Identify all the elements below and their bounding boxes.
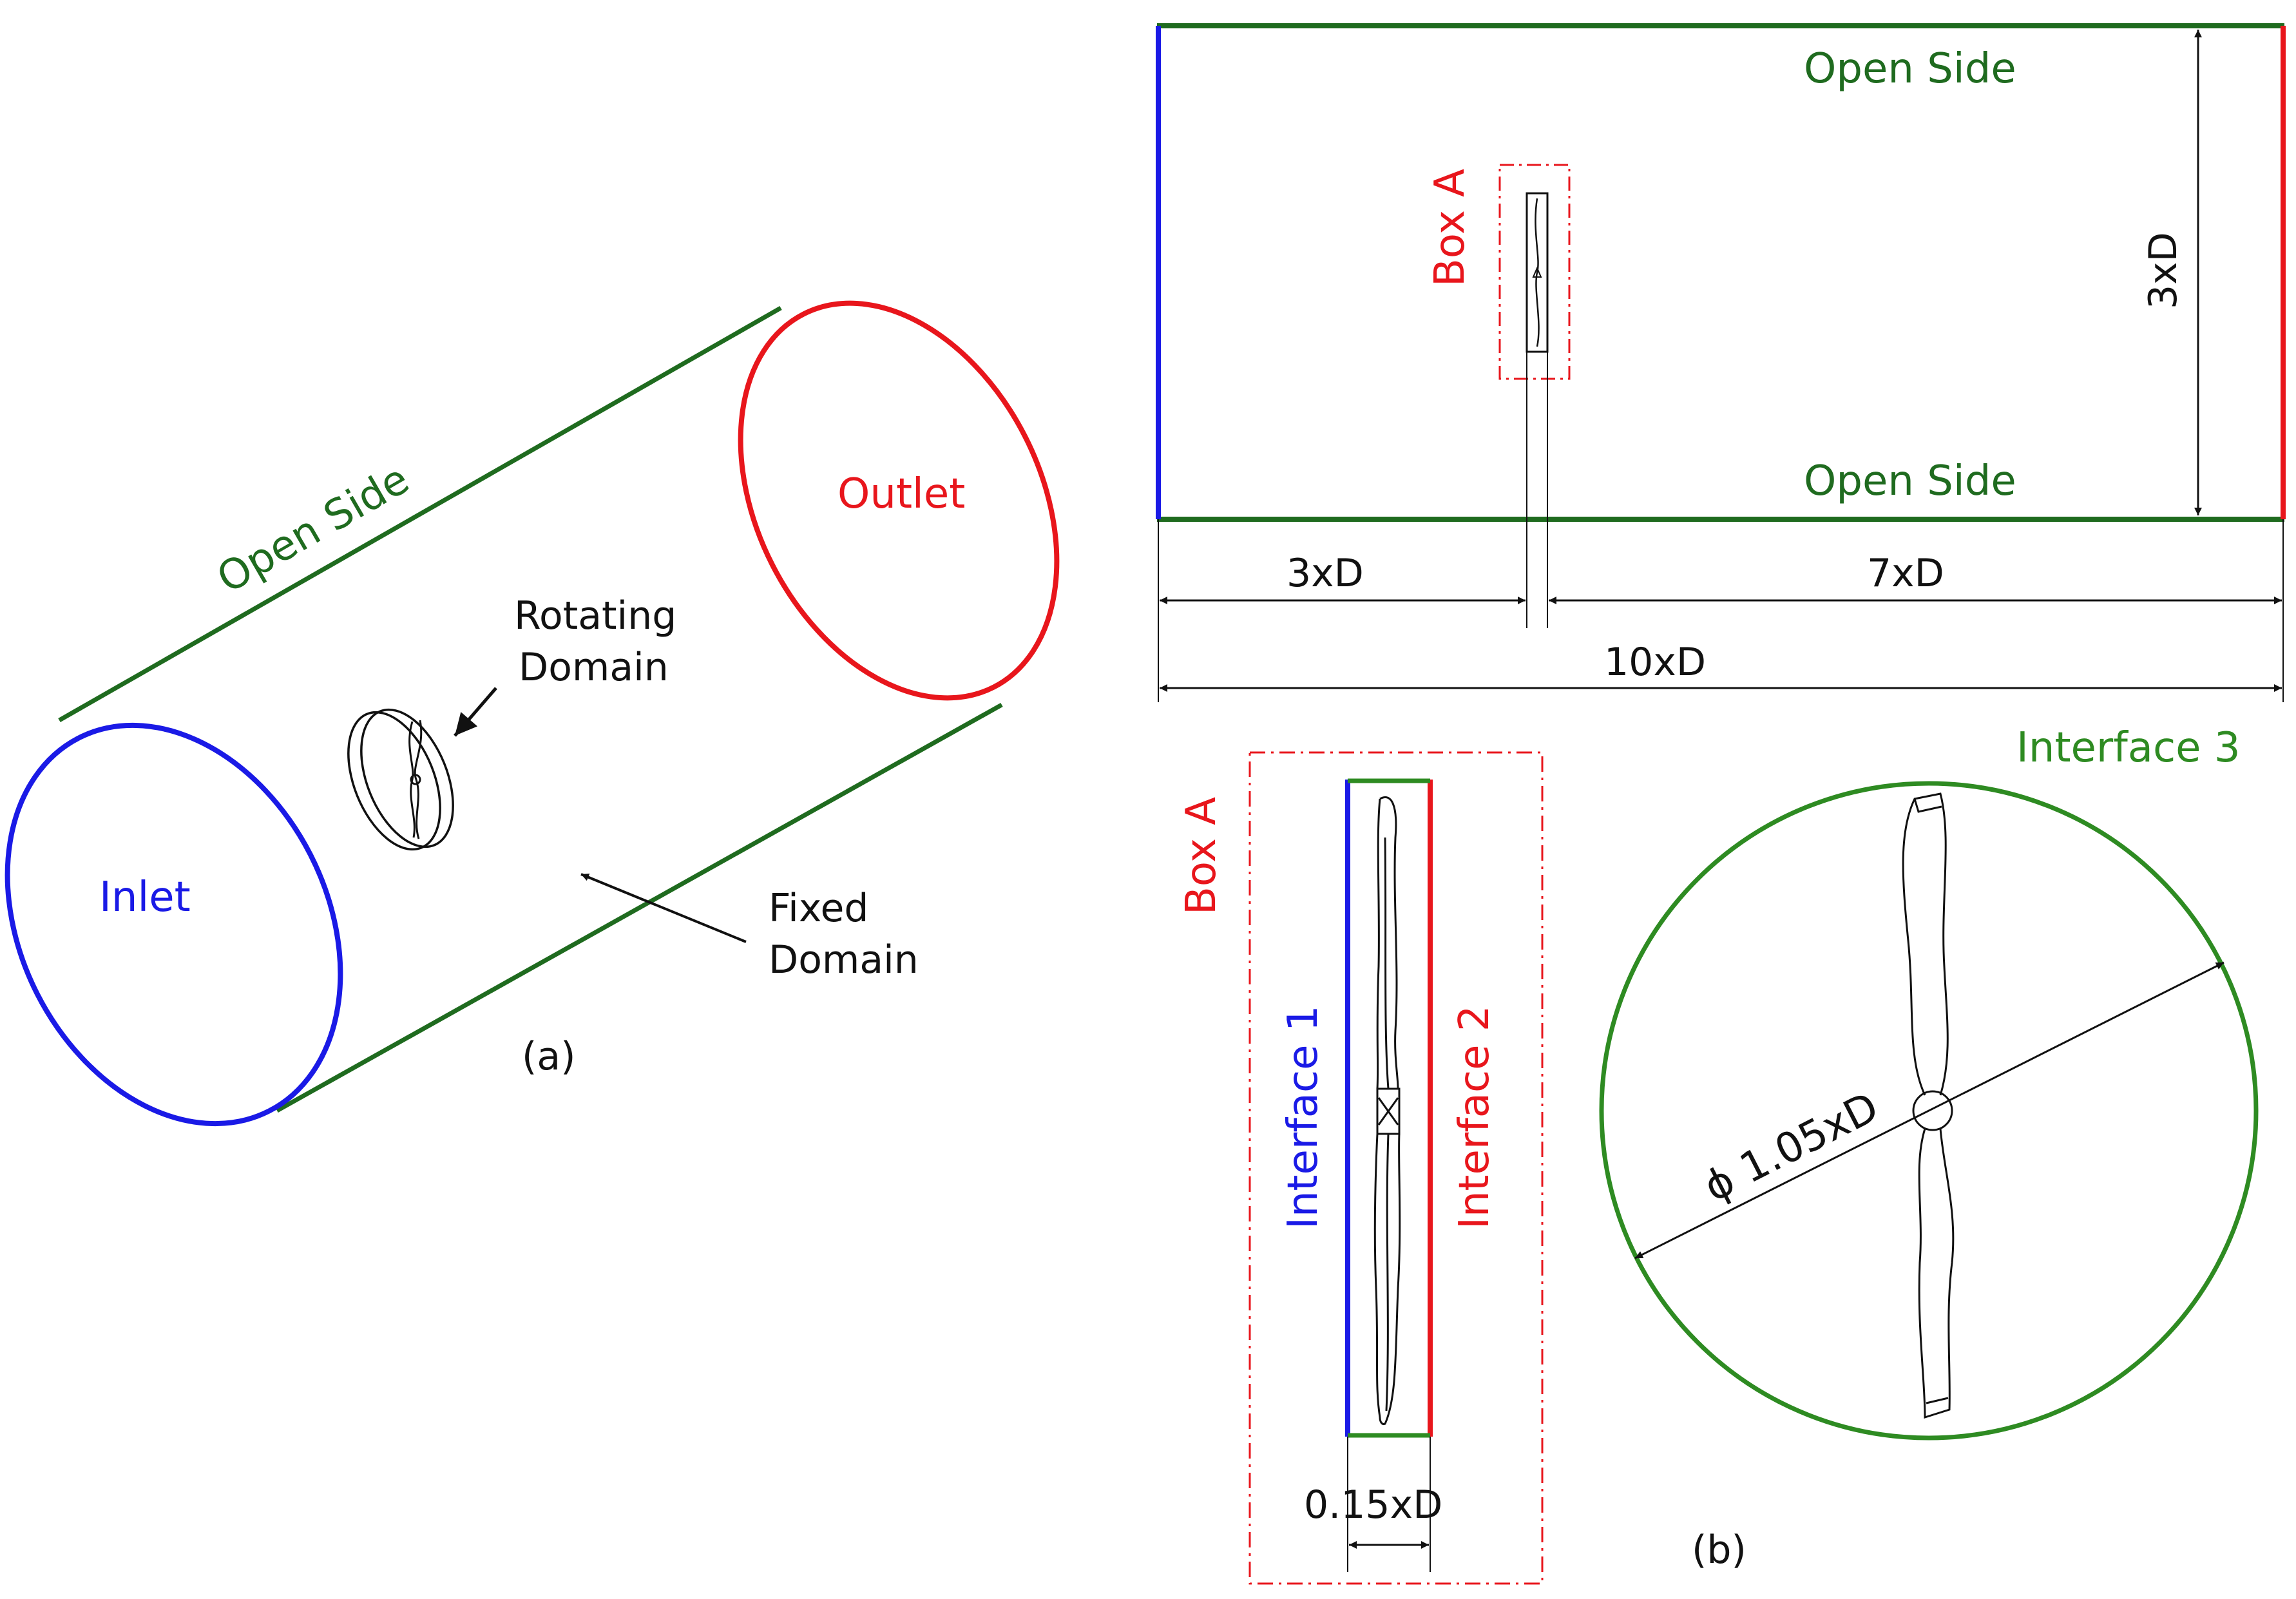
interface-3-label: Interface 3 xyxy=(2016,724,2241,772)
rotating-slab-small xyxy=(1526,192,1549,353)
open-side-top-label: Open Side xyxy=(1804,45,2016,93)
inlet-boundary xyxy=(5,722,343,1127)
inlet-label: Inlet xyxy=(99,874,191,921)
cylinder-top-edge xyxy=(58,305,782,723)
caption-a: (a) xyxy=(522,1034,576,1079)
box-a-label-top: Box A xyxy=(1426,169,1474,287)
interface-3-circle xyxy=(1599,781,2259,1441)
rotating-domain-disk xyxy=(347,708,454,851)
rotating-domain-label-line1: Rotating xyxy=(514,593,676,638)
diameter-dimension-line xyxy=(1634,961,2224,1259)
upstream-dimension-label: 3xD xyxy=(1287,551,1364,596)
panel-b-box-a-detail: 0.15xD Box A Interface 1 Interface 2 xyxy=(1178,751,1544,1585)
panel-a: Open Side Outlet Inlet Rotating Domain F… xyxy=(5,300,1060,1127)
propeller-front-view xyxy=(1902,792,1955,1419)
fixed-domain-arrow xyxy=(580,873,747,943)
propeller-side-view xyxy=(1373,796,1401,1425)
box-a-frame-small xyxy=(1498,164,1571,380)
panel-b-interface-3: ϕ 1.05xD Interface 3 (b) xyxy=(1599,724,2259,1573)
caption-b: (b) xyxy=(1692,1527,1746,1573)
outlet-label: Outlet xyxy=(837,470,965,518)
box-a-label-detail: Box A xyxy=(1178,797,1225,915)
thickness-dimension-label: 0.15xD xyxy=(1304,1482,1442,1527)
interface-1-label: Interface 1 xyxy=(1279,1005,1327,1229)
fixed-domain-label-line1: Fixed xyxy=(769,886,868,931)
open-side-bottom-label: Open Side xyxy=(1804,457,2016,505)
rotating-domain-arrow xyxy=(454,687,497,737)
rotating-domain-label-line2: Domain xyxy=(519,645,669,690)
fixed-domain-label-line2: Domain xyxy=(769,937,919,982)
panel-b-side-view: 3xD 3xD 7xD 10xD Open Side Open Side Box… xyxy=(1156,23,2286,702)
height-dimension-label: 3xD xyxy=(2141,232,2186,309)
cylinder-bottom-edge xyxy=(276,702,1003,1113)
box-a-frame-large xyxy=(1248,751,1544,1585)
open-side-label-a: Open Side xyxy=(209,455,417,603)
interface-2-label: Interface 2 xyxy=(1451,1005,1498,1229)
downstream-dimension-label: 7xD xyxy=(1867,551,1944,596)
total-length-dimension-label: 10xD xyxy=(1604,640,1706,685)
outlet-boundary xyxy=(738,300,1060,701)
